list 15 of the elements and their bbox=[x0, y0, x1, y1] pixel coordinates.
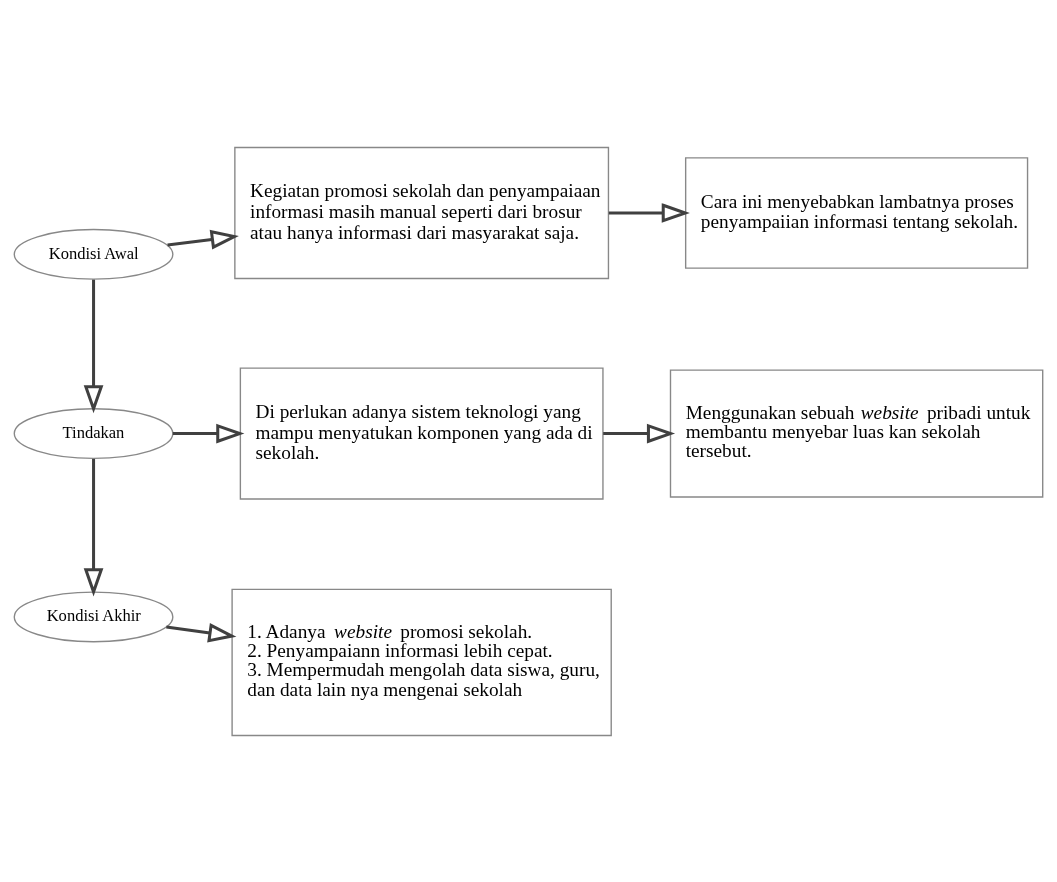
node-box: 1. Adanya website promosi sekolah. 2. Penyampaiann informasi lebih cepat. 3. Mempermudah mengolah data siswa, guru, dan data lain nya mengenai sekolah bbox=[231, 588, 612, 736]
arrow bbox=[83, 279, 104, 413]
arrow bbox=[167, 229, 239, 249]
node-box: Menggunakan sebuah website pribadi untuk membantu menyebar luas kan sekolah tersebut. bbox=[669, 368, 1044, 498]
arrow bbox=[608, 202, 690, 223]
arrow bbox=[603, 423, 676, 443]
node-box: Di perlukan adanya sistem teknologi yang mampu menyatukan komponen yang ada di sekolah. bbox=[239, 366, 604, 500]
arrow bbox=[166, 622, 237, 643]
node-box: Cara ini menyebabkan lambatnya proses penyampaiian informasi tentang sekolah. bbox=[684, 156, 1029, 269]
node-box: Kegiatan promosi sekolah dan penyampaiaan informasi masih manual seperti dari brosur atau hanya informasi dari masyarakat saja. bbox=[234, 146, 610, 279]
arrow bbox=[172, 423, 245, 443]
node-ellipse: Tindakan bbox=[13, 407, 174, 459]
arrow bbox=[83, 458, 104, 596]
node-ellipse: Kondisi Akhir bbox=[13, 590, 174, 642]
node-ellipse: Kondisi Awal bbox=[13, 228, 174, 280]
